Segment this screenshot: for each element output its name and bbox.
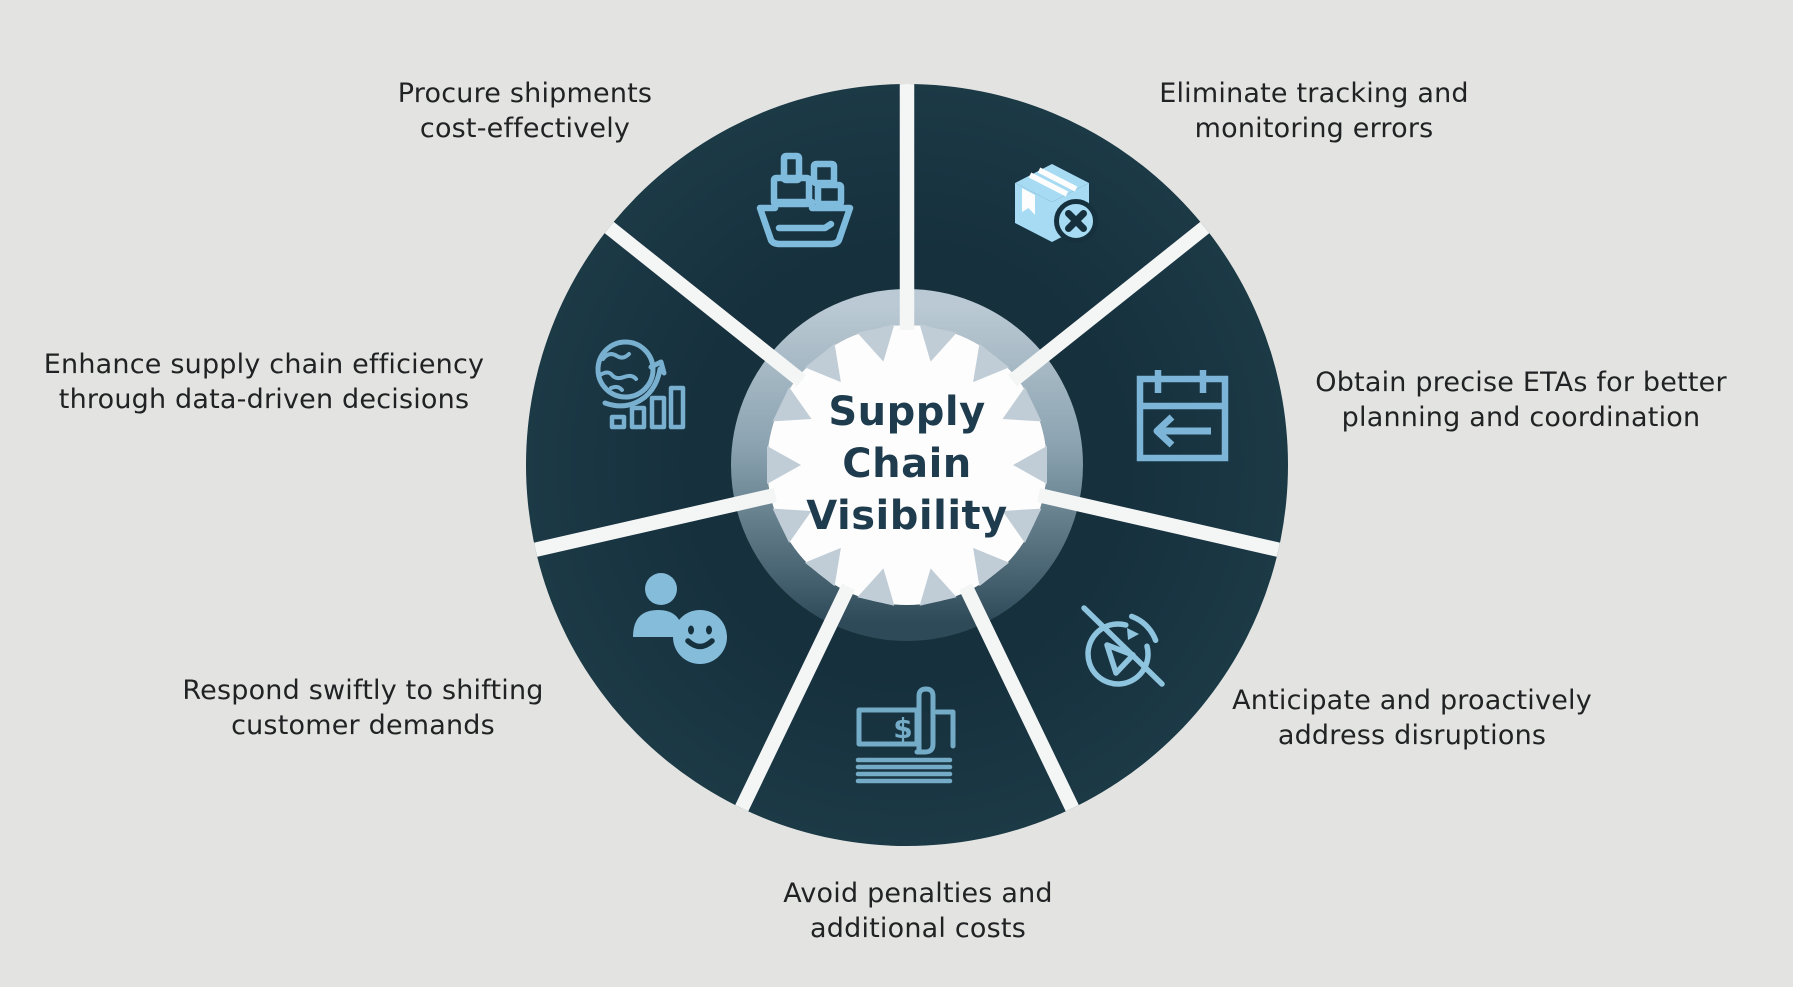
label-avoid-penalties: Avoid penalties and additional costs [783, 878, 1053, 944]
broken-package-icon [1015, 164, 1098, 243]
center-title: Supply Chain Visibility [806, 386, 1007, 542]
svg-text:$: $ [893, 712, 912, 745]
center-title-line: Chain [842, 441, 972, 487]
cargo-ship-icon [756, 152, 854, 248]
cash-penalty-icon: $ [855, 686, 956, 784]
global-growth-icon [595, 339, 686, 430]
wheel-hub [767, 325, 1047, 605]
wheel-dividers [531, 84, 1283, 814]
label-eliminate-errors: Eliminate tracking and monitoring errors [1159, 78, 1469, 144]
label-respond-customer-demands: Respond swiftly to shifting customer dem… [182, 675, 544, 741]
radar-icon [1081, 605, 1165, 687]
center-title-line: Visibility [806, 493, 1008, 539]
hub-starburst [767, 324, 1047, 606]
label-anticipate-disruptions: Anticipate and proactively address disru… [1232, 685, 1592, 751]
label-procure-shipments: Procure shipments cost-effectively [397, 78, 653, 144]
eta-calendar-icon [1136, 370, 1229, 462]
customer-smiley-icon [633, 573, 727, 664]
label-enhance-efficiency: Enhance supply chain efficiency through … [43, 349, 485, 415]
label-obtain-etas: Obtain precise ETAs for better planning … [1315, 367, 1727, 433]
center-title-line: Supply [828, 389, 986, 435]
